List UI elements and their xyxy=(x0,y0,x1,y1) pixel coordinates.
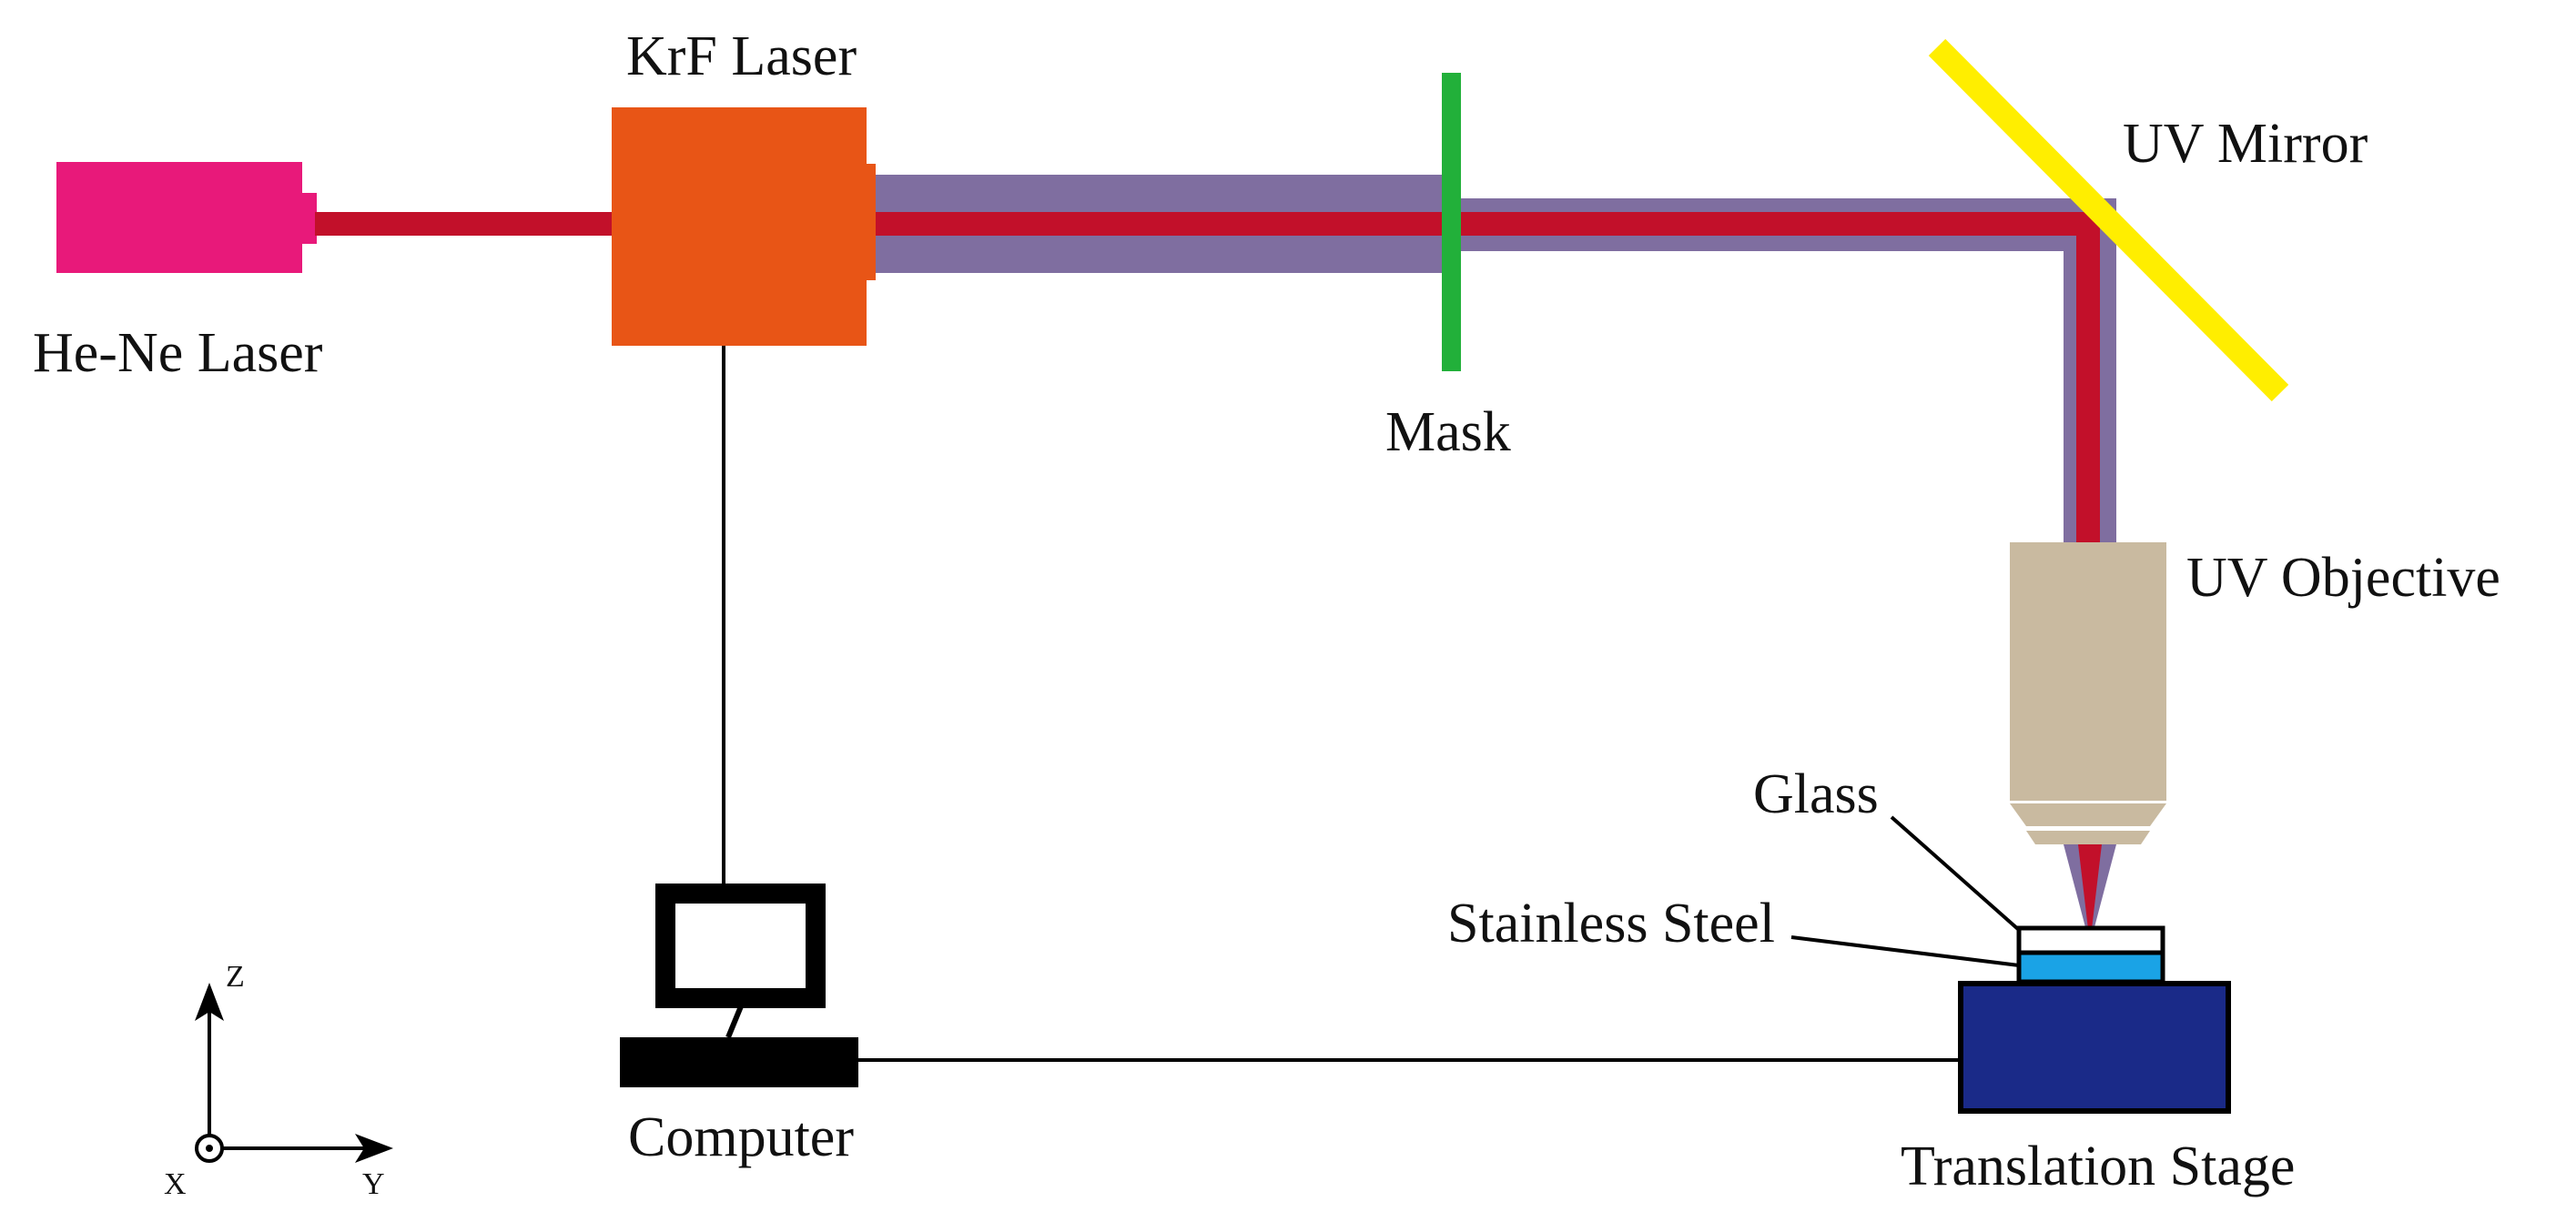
stainless-steel-label: Stainless Steel xyxy=(1447,893,1775,954)
stainless-steel-layer xyxy=(2016,950,2165,985)
uv-mirror-label: UV Mirror xyxy=(2123,113,2368,175)
y-axis-arrow xyxy=(355,1134,393,1163)
uv-objective-label: UV Objective xyxy=(2186,547,2500,609)
mask xyxy=(1442,73,1461,371)
he-ne-laser-label: He-Ne Laser xyxy=(33,322,323,384)
computer-label: Computer xyxy=(628,1106,854,1168)
computer xyxy=(620,884,858,1087)
he-ne-laser-nozzle xyxy=(300,193,317,244)
x-axis-dot xyxy=(206,1145,213,1152)
sample xyxy=(2016,925,2165,985)
he-ne-laser xyxy=(56,162,317,273)
z-axis-arrow xyxy=(195,983,224,1021)
red-beam-horizontal xyxy=(869,212,2100,236)
uv-objective-body xyxy=(2010,542,2166,801)
red-beam-input xyxy=(315,212,615,236)
uv-objective-tip xyxy=(2026,831,2150,844)
glass-leader xyxy=(1890,815,2021,932)
red-focus-cone xyxy=(2078,844,2102,944)
red-beam-vertical xyxy=(2076,212,2100,544)
glass-label: Glass xyxy=(1753,763,1879,825)
krf-laser-nozzle xyxy=(865,164,876,280)
glass-layer xyxy=(2016,925,2165,955)
z-axis-label: Z xyxy=(226,960,245,994)
computer-monitor xyxy=(655,884,826,1008)
stainless-steel-leader xyxy=(1790,935,2020,967)
translation-stage-label: Translation Stage xyxy=(1901,1136,2295,1197)
coordinate-axes: Z Y X xyxy=(164,960,393,1201)
computer-keyboard xyxy=(620,1037,858,1087)
translation-stage xyxy=(1958,981,2231,1114)
uv-mirror xyxy=(1928,38,2289,402)
uv-objective xyxy=(2010,542,2166,844)
y-axis-label: Y xyxy=(362,1167,385,1201)
krf-laser xyxy=(612,107,876,346)
mask-label: Mask xyxy=(1385,401,1511,463)
he-ne-laser-body xyxy=(56,162,302,273)
red-beam xyxy=(869,212,2100,544)
computer-stand xyxy=(725,1005,744,1039)
krf-laser-body xyxy=(612,107,867,346)
krf-laser-label: KrF Laser xyxy=(626,25,857,87)
x-axis-label: X xyxy=(164,1167,187,1201)
uv-objective-lower-ring xyxy=(2010,803,2166,826)
